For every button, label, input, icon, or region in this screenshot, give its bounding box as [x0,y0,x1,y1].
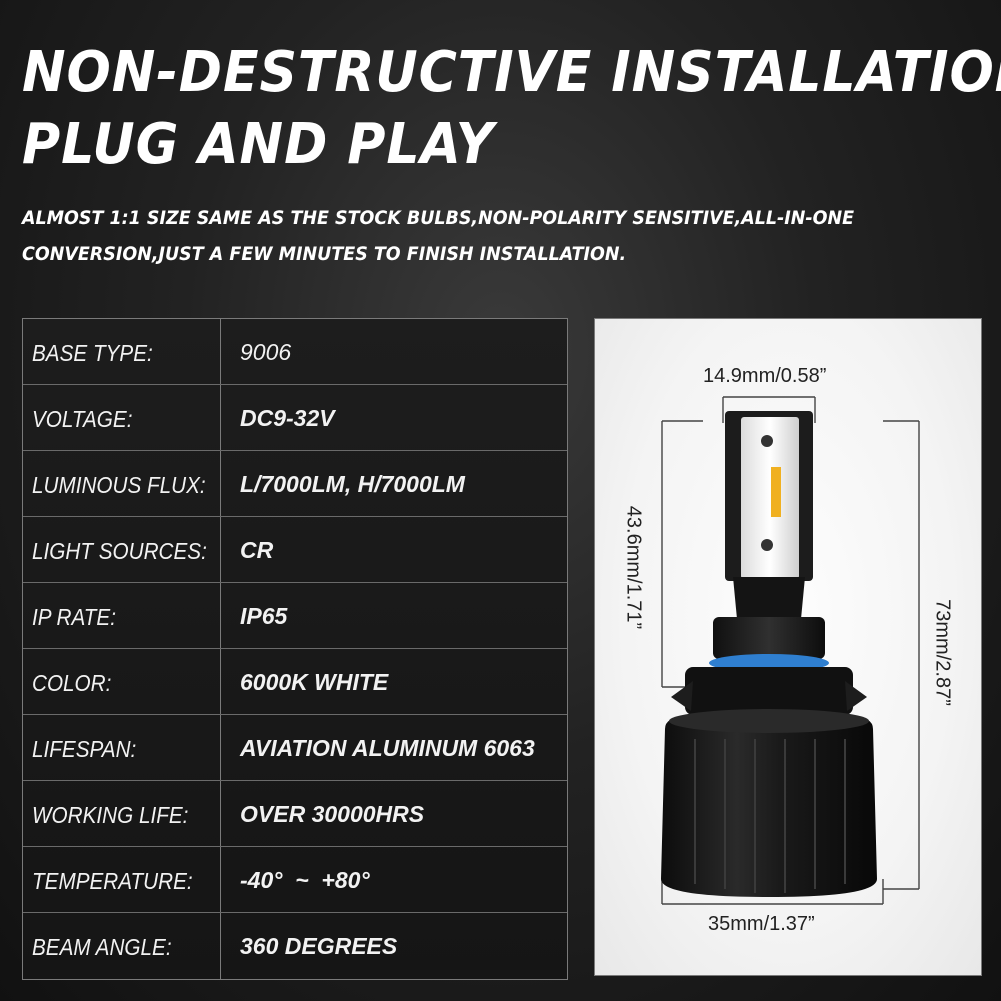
spec-row-luminous-flux: LUMINOUS FLUX: L/7000LM, H/7000LM [23,451,567,517]
spec-label: LUMINOUS FLUX: [32,472,206,498]
spec-label: LIGHT SOURCES: [32,538,207,564]
dimension-total-length: 73mm/2.87” [931,599,954,706]
spec-value: 360 DEGREES [240,933,398,959]
spec-table: BASE TYPE: 9006 VOLTAGE: DC9-32V LUMINOU… [22,318,568,980]
spec-row-color: COLOR: 6000K WHITE [23,649,567,715]
spec-divider [220,517,221,582]
spec-divider [220,451,221,516]
spec-label: COLOR: [32,670,112,696]
spec-row-ip-rate: IP RATE: IP65 [23,583,567,649]
spec-value: DC9-32V [240,405,335,431]
spec-value: L/7000LM, H/7000LM [240,471,465,497]
subtitle-line-1: ALMOST 1:1 SIZE SAME AS THE STOCK BULBS,… [22,207,855,229]
subtitle-line-2: CONVERSION,JUST A FEW MINUTES TO FINISH … [22,243,627,265]
spec-row-voltage: VOLTAGE: DC9-32V [23,385,567,451]
spec-value: OVER 30000HRS [240,801,425,827]
spec-label: BEAM ANGLE: [32,934,172,960]
dimension-lines [661,396,920,905]
spec-label: TEMPERATURE: [32,868,193,894]
spec-label: LIFESPAN: [32,736,137,762]
spec-label: IP RATE: [32,604,116,630]
heat-sink-fins [694,739,846,893]
led-headlight-bulb-icon [661,396,920,905]
spec-row-light-sources: LIGHT SOURCES: CR [23,517,567,583]
spec-divider [220,913,221,979]
spec-divider [220,781,221,846]
spec-divider [220,583,221,648]
spec-value: -40° ~ +80° [240,867,370,893]
spec-value: IP65 [240,603,288,629]
dimension-chip-height: 43.6mm/1.71” [622,505,645,630]
headline-line-2: PLUG AND PLAY [22,112,495,177]
led-chip-board [725,411,813,581]
spec-row-lifespan: LIFESPAN: AVIATION ALUMINUM 6063 [23,715,567,781]
spec-label: VOLTAGE: [32,406,133,432]
dimension-panel: 14.9mm/0.58” 43.6mm/1.71” 73mm/2.87” 35m… [594,318,982,976]
spec-value: AVIATION ALUMINUM 6063 [240,735,535,761]
dimension-bottom-width: 35mm/1.37” [708,913,815,935]
spec-divider [220,847,221,912]
spec-row-working-life: WORKING LIFE: OVER 30000HRS [23,781,567,847]
spec-value: 9006 [240,339,292,365]
spec-row-temperature: TEMPERATURE: -40° ~ +80° [23,847,567,913]
spec-divider [220,715,221,780]
spec-divider [220,319,221,384]
dimension-top-width: 14.9mm/0.58” [703,365,827,387]
spec-value: 6000K WHITE [240,669,389,695]
spec-label: BASE TYPE: [32,340,153,366]
spec-label: WORKING LIFE: [32,802,189,828]
spec-row-beam-angle: BEAM ANGLE: 360 DEGREES [23,913,567,979]
headline-line-1: NON-DESTRUCTIVE INSTALLATION [22,40,1001,105]
spec-row-base-type: BASE TYPE: 9006 [23,319,567,385]
spec-divider [220,385,221,450]
spec-value: CR [240,537,274,563]
spec-divider [220,649,221,714]
